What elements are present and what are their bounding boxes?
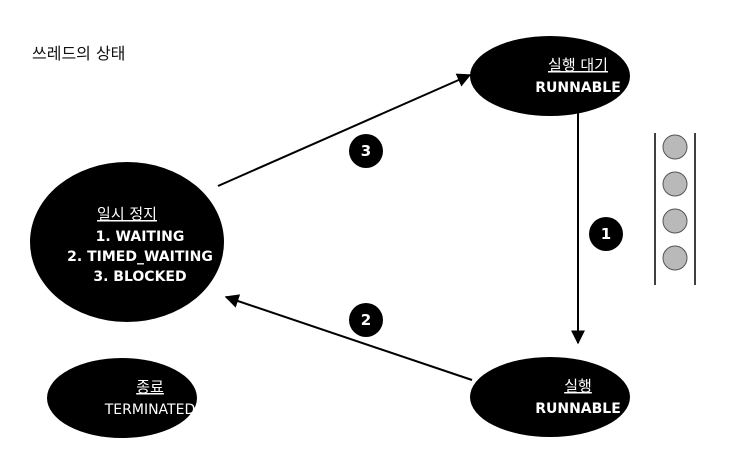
arrow-paused-to-waiting bbox=[217, 73, 472, 187]
state-node-terminated-label: 종료 bbox=[136, 378, 164, 396]
queued-thread-circle bbox=[662, 208, 688, 234]
queued-thread-circle bbox=[662, 171, 688, 197]
state-node-terminated-sublabel: TERMINATED bbox=[104, 402, 195, 418]
state-node-paused-blocked: 3. BLOCKED bbox=[93, 269, 186, 285]
state-node-paused-timed-waiting: 2. TIMED_WAITING bbox=[67, 249, 213, 265]
step-badge-2: 2 bbox=[349, 303, 383, 337]
step-badge-2-label: 2 bbox=[361, 311, 371, 329]
state-node-running-sublabel: RUNNABLE bbox=[535, 401, 621, 417]
step-badge-3: 3 bbox=[349, 134, 383, 168]
state-node-terminated: 종료 TERMINATED bbox=[47, 358, 197, 438]
state-node-paused-label: 일시 정지 bbox=[97, 205, 157, 223]
state-node-running: 실행 RUNNABLE bbox=[470, 357, 630, 437]
arrow-running-to-paused bbox=[224, 294, 473, 381]
state-node-runnable-waiting-label: 실행 대기 bbox=[548, 56, 608, 74]
state-node-paused-waiting: 1. WAITING bbox=[96, 229, 185, 245]
step-badge-1: 1 bbox=[589, 217, 623, 251]
step-badge-3-label: 3 bbox=[361, 142, 371, 160]
state-node-runnable-waiting: 실행 대기 RUNNABLE bbox=[470, 36, 630, 116]
state-node-paused: 일시 정지 1. WAITING 2. TIMED_WAITING 3. BLO… bbox=[30, 162, 224, 322]
thread-queue bbox=[654, 133, 696, 285]
state-node-runnable-waiting-sublabel: RUNNABLE bbox=[535, 80, 621, 96]
step-badge-1-label: 1 bbox=[601, 225, 611, 243]
diagram-title: 쓰레드의 상태 bbox=[32, 44, 125, 63]
state-node-running-label: 실행 bbox=[564, 377, 592, 395]
queued-thread-circle bbox=[662, 134, 688, 160]
queued-thread-circle bbox=[662, 245, 688, 271]
